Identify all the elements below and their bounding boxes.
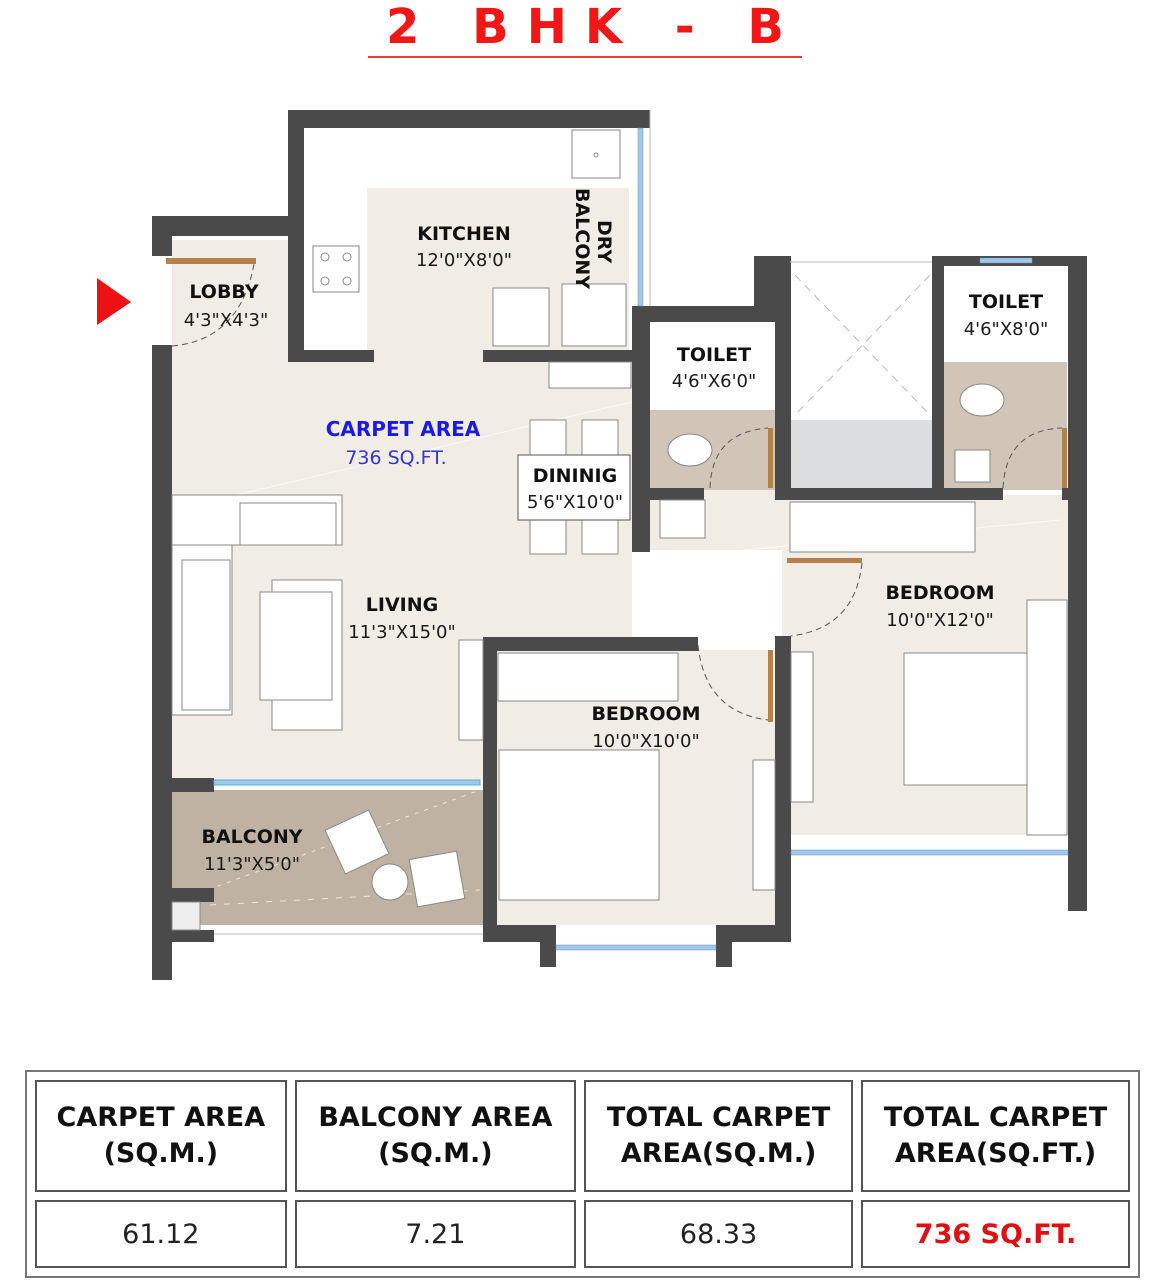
furniture: [171, 129, 1068, 931]
header-line: TOTAL CARPET: [883, 1102, 1108, 1133]
area-table-header-row: CARPET AREA (SQ.M.) BALCONY AREA (SQ.M.)…: [35, 1080, 1130, 1192]
dining-label: DININIG: [533, 465, 617, 487]
balcony-chair-2: [408, 850, 466, 908]
entry-arrow-icon: [97, 278, 131, 325]
balcony-label: BALCONY: [201, 826, 302, 848]
windows: [213, 110, 1069, 951]
dining-table: [517, 454, 631, 521]
header-line: (SQ.M.): [103, 1138, 219, 1169]
bedroom-2-label: BEDROOM: [591, 703, 700, 725]
value-carpet-area: 61.12: [35, 1200, 287, 1268]
header-carpet-area: CARPET AREA (SQ.M.): [35, 1080, 287, 1192]
dining-size: 5'6"X10'0": [527, 492, 623, 513]
header-line: TOTAL CARPET: [606, 1102, 831, 1133]
wardrobe-1: [789, 501, 976, 553]
value-total-carpet-sqm: 68.33: [584, 1200, 854, 1268]
header-total-carpet-sqft: TOTAL CARPET AREA(SQ.FT.): [861, 1080, 1130, 1192]
area-table-value-row: 61.12 7.21 68.33 736 SQ.FT.: [35, 1200, 1130, 1268]
lobby-label: LOBBY: [189, 281, 259, 303]
plan-title: 2 BHK - B: [368, 2, 802, 58]
toilet-1-label: TOILET: [677, 344, 751, 366]
dry-balcony-label-2: BALCONY: [571, 188, 593, 289]
washing-machine-icon: [561, 283, 627, 347]
carpet-area-value: 736 SQ.FT.: [345, 447, 446, 469]
room-labels: LOBBY 4'3"X4'3" KITCHEN 12'0"X8'0" DRY B…: [184, 188, 1049, 875]
carpet-area-label: CARPET AREA: [326, 417, 481, 441]
wardrobe-2: [497, 652, 679, 702]
lobby-size: 4'3"X4'3": [184, 310, 269, 331]
header-balcony-area: BALCONY AREA (SQ.M.): [294, 1080, 577, 1192]
floor-plan: LOBBY 4'3"X4'3" KITCHEN 12'0"X8'0" DRY B…: [97, 110, 1087, 980]
doors: [166, 258, 1067, 722]
bedroom-2-size: 10'0"X10'0": [592, 731, 700, 752]
coffee-table: [259, 591, 333, 701]
fridge-icon: [492, 287, 550, 347]
toilet-2-label: TOILET: [969, 291, 1043, 313]
toilet-2-size: 4'6"X8'0": [964, 319, 1049, 340]
wash-basin-icon: [659, 499, 706, 539]
header-line: AREA(SQ.M.): [620, 1138, 817, 1169]
header-total-carpet-sqm: TOTAL CARPET AREA(SQ.M.): [584, 1080, 854, 1192]
bedroom-1-label: BEDROOM: [885, 582, 994, 604]
shaft-cross: [794, 274, 931, 416]
header-line: CARPET AREA: [56, 1102, 266, 1133]
living-size: 11'3"X15'0": [348, 622, 456, 643]
title-container: 2 BHK - B: [0, 0, 1170, 58]
area-table: CARPET AREA (SQ.M.) BALCONY AREA (SQ.M.)…: [25, 1070, 1140, 1278]
header-line: (SQ.M.): [378, 1138, 493, 1169]
balcony-chair-1: [324, 809, 390, 875]
header-line: BALCONY AREA: [318, 1102, 553, 1133]
kitchen-size: 12'0"X8'0": [416, 250, 512, 271]
living-label: LIVING: [366, 594, 438, 616]
balcony-size: 11'3"X5'0": [204, 854, 300, 875]
kitchen-label: KITCHEN: [417, 223, 510, 245]
walls: [152, 110, 1087, 980]
toilet-1-wc-icon: [667, 433, 713, 467]
balcony-table: [371, 863, 409, 901]
stove-icon: [312, 245, 360, 293]
header-line: AREA(SQ.FT.): [894, 1138, 1097, 1169]
toilet-1-size: 4'6"X6'0": [672, 371, 757, 392]
toilet-2-wc-icon: [959, 383, 1005, 417]
value-balcony-area: 7.21: [294, 1200, 577, 1268]
dry-balcony-label-1: DRY: [593, 220, 615, 263]
bedroom-1-size: 10'0"X12'0": [886, 610, 994, 631]
bed-2: [498, 749, 660, 901]
value-total-carpet-sqft: 736 SQ.FT.: [861, 1200, 1130, 1268]
